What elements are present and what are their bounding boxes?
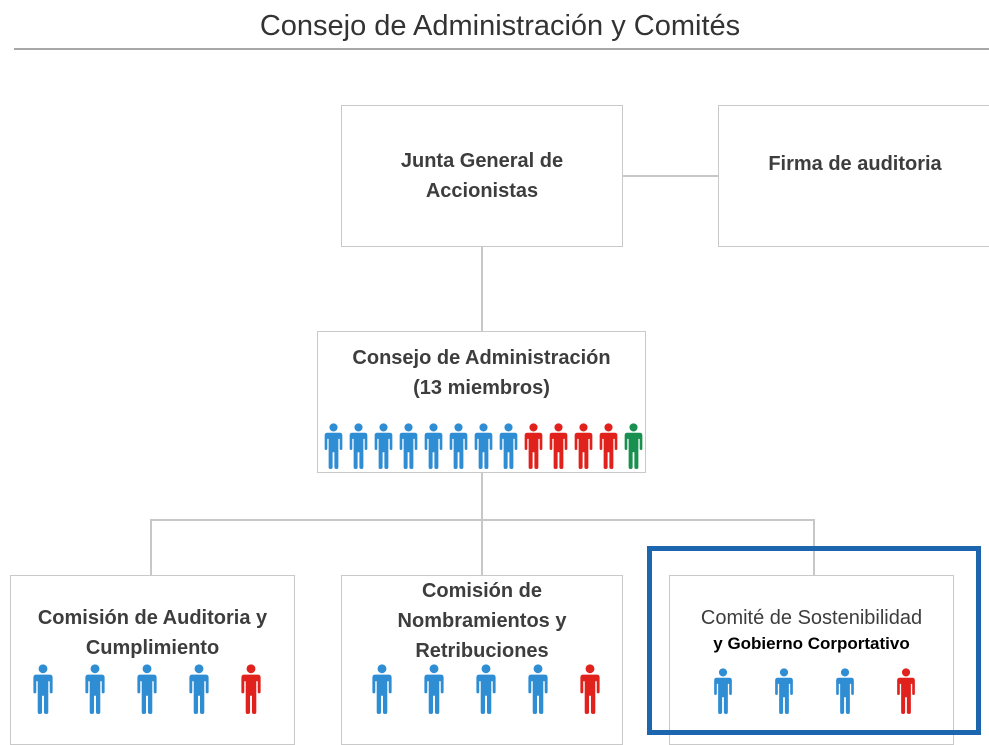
executive-member-icon [624,423,643,469]
junta-general-label: Junta General de Accionistas [342,146,622,206]
auditoria-box: Comisión de Auditoria y Cumplimiento [10,575,295,745]
nombramientos-line-3: Retribuciones [415,640,549,662]
independent-member-icon [349,423,368,469]
nombramientos-line-2: Nombramientos y [397,610,567,632]
highlight-frame [647,546,981,735]
junta-general-line-1: Junta General de [400,150,564,172]
independent-member-icon [399,423,418,469]
nombramientos-line-1: Comisión de [421,580,542,602]
independent-member-icon [189,664,209,714]
junta-general-line-2: Accionistas [425,180,539,202]
independent-member-icon [449,423,468,469]
title-divider [14,48,989,50]
proprietary-member-icon [549,423,568,469]
independent-member-icon [85,664,105,714]
auditoria-label: Comisión de Auditoria y Cumplimiento [11,603,294,663]
independent-member-icon [528,664,548,714]
independent-member-icon [372,664,392,714]
connector-junta-consejo [481,246,483,332]
connector-auditoria [150,519,152,576]
independent-member-icon [714,668,732,714]
sostenibilidad-box: Comité de Sostenibilidad y Gobierno Corp… [669,575,954,745]
independent-member-icon [499,423,518,469]
consejo-members [321,423,646,469]
audit-firm-box: Firma de auditoria [718,105,989,247]
independent-member-icon [137,664,157,714]
independent-member-icon [775,668,793,714]
auditoria-line-1: Comisión de Auditoria y [37,607,268,629]
proprietary-member-icon [580,664,600,714]
independent-member-icon [424,423,443,469]
proprietary-member-icon [524,423,543,469]
consejo-box: Consejo de Administración (13 miembros) [317,331,646,473]
connector-nombramientos [481,519,483,576]
independent-member-icon [424,664,444,714]
auditoria-line-2: Cumplimiento [85,637,220,659]
sostenibilidad-line-1: Comité de Sostenibilidad [700,607,923,629]
nombramientos-label: Comisión de Nombramientos y Retribucione… [342,576,622,666]
independent-member-icon [324,423,343,469]
connector-consejo-trunk [481,472,483,520]
audit-firm-label: Firma de auditoria [768,153,942,175]
independent-member-icon [836,668,854,714]
consejo-line-2: (13 miembros) [413,377,550,399]
independent-member-icon [374,423,393,469]
sostenibilidad-line-2: y Gobierno Corportativo [713,634,910,653]
sostenibilidad-members [711,668,918,714]
connector-junta-auditor [622,175,720,177]
auditoria-members [31,664,263,714]
independent-member-icon [476,664,496,714]
independent-member-icon [474,423,493,469]
nombramientos-members [370,664,602,714]
proprietary-member-icon [241,664,261,714]
proprietary-member-icon [897,668,915,714]
page-title: Consejo de Administración y Comités [259,10,741,42]
proprietary-member-icon [599,423,618,469]
independent-member-icon [33,664,53,714]
consejo-line-1: Consejo de Administración [352,347,611,369]
proprietary-member-icon [574,423,593,469]
consejo-label: Consejo de Administración (13 miembros) [318,343,645,403]
nombramientos-box: Comisión de Nombramientos y Retribucione… [341,575,623,745]
junta-general-box: Junta General de Accionistas [341,105,623,247]
